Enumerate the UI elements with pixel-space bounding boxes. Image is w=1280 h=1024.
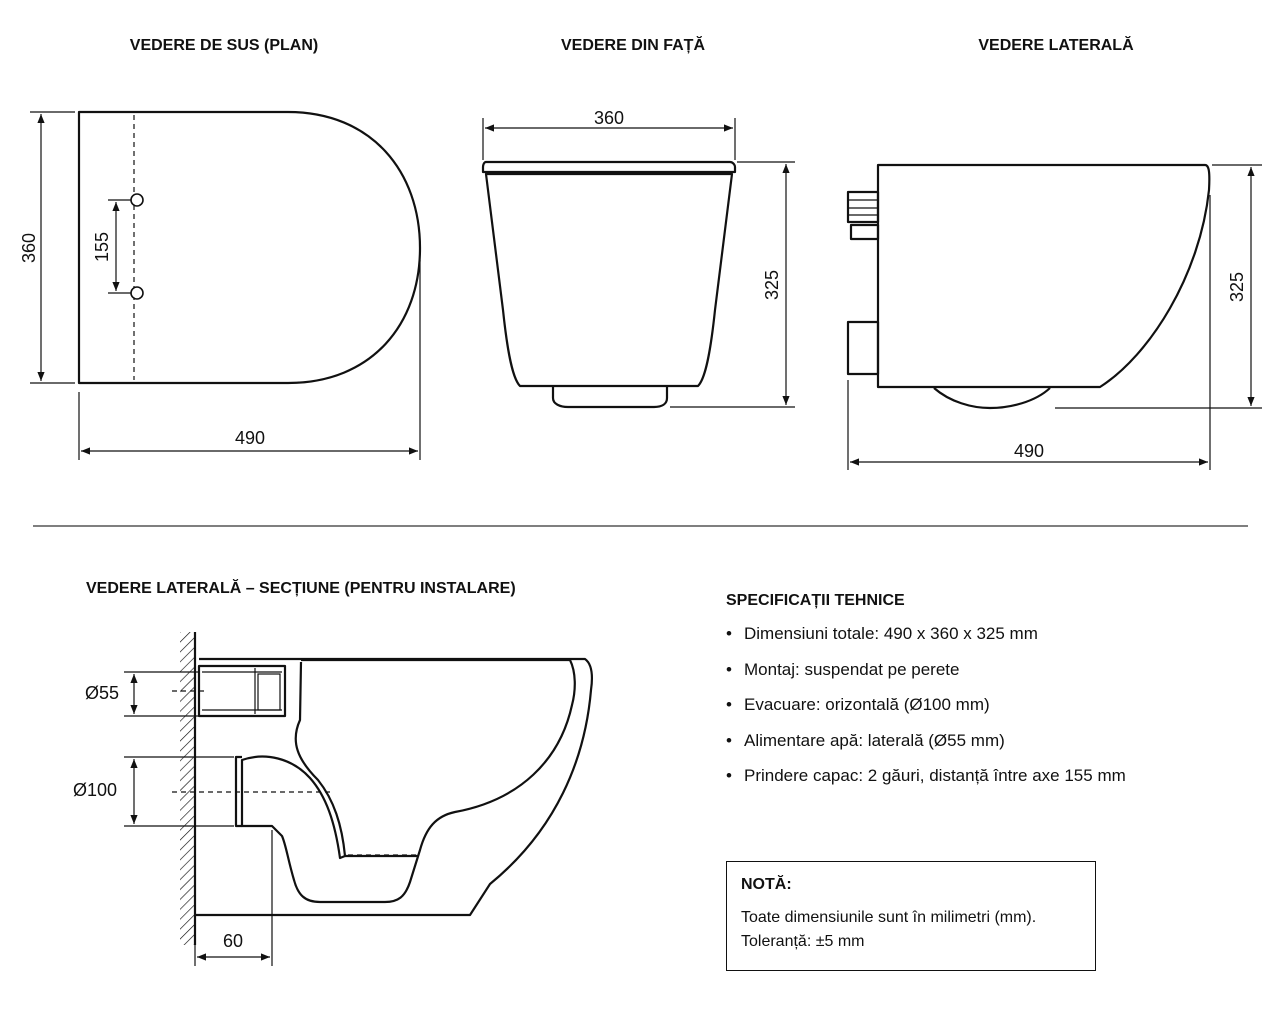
wall-hatching xyxy=(180,632,195,945)
spec-item: • Montaj: suspendat pe perete xyxy=(726,660,1246,680)
bullet-icon: • xyxy=(726,730,732,750)
side-fitting-clip xyxy=(849,223,880,241)
offset-dimension-label: 60 xyxy=(223,931,243,951)
inlet-dimension-label: Ø55 xyxy=(85,683,119,703)
front-foot-outline xyxy=(551,387,669,409)
note-title: NOTĂ: xyxy=(741,876,792,893)
specs-list: • Dimensiuni totale: 490 x 360 x 325 mm •… xyxy=(726,624,1246,786)
spec-item: • Dimensiuni totale: 490 x 360 x 325 mm xyxy=(726,624,1246,644)
specs-title: SPECIFICAȚII TEHNICE xyxy=(726,592,905,609)
spec-mounting: Montaj: suspendat pe perete xyxy=(744,659,960,679)
top-view-title: VEDERE DE SUS (PLAN) xyxy=(130,37,318,54)
outlet-dimension-label: Ø100 xyxy=(73,780,117,800)
bullet-icon: • xyxy=(726,659,732,679)
side-fitting-upper xyxy=(846,190,880,224)
front-view-title: VEDERE DIN FAȚĂ xyxy=(561,35,705,54)
side-height-dimension-label: 325 xyxy=(1227,272,1247,302)
note-line-units: Toate dimensiunile sunt în milimetri (mm… xyxy=(741,909,1037,926)
seat-hole-top xyxy=(130,193,144,207)
top-height-dimension-label: 360 xyxy=(19,233,39,263)
section-bowl-inner xyxy=(240,658,576,904)
section-view: Ø55 Ø100 60 xyxy=(73,632,593,966)
spec-item: • Alimentare apă: laterală (Ø55 mm) xyxy=(726,731,1246,751)
side-bowl-outline xyxy=(876,163,1211,389)
side-foot-outline xyxy=(933,387,1051,410)
spec-item: • Prindere capac: 2 găuri, distanță între… xyxy=(726,766,1246,786)
top-view: 155 360 490 xyxy=(19,110,422,460)
front-bowl-outline xyxy=(484,172,734,388)
spec-item: • Evacuare: orizontală (Ø100 mm) xyxy=(726,695,1246,715)
spec-dimensions: Dimensiuni totale: 490 x 360 x 325 mm xyxy=(744,624,1038,643)
note-box: NOTĂ: Toate dimensiunile sunt în milimet… xyxy=(726,861,1096,971)
front-seat-outline xyxy=(481,160,737,174)
technical-specs: SPECIFICAȚII TEHNICE • Dimensiuni totale:… xyxy=(726,592,1246,802)
side-length-dimension-label: 490 xyxy=(1014,441,1044,461)
top-view-outline xyxy=(77,110,422,385)
section-trap xyxy=(294,661,418,858)
spec-seat-fixing: Prindere capac: 2 găuri, distanță între … xyxy=(744,766,1126,785)
front-view: 360 325 xyxy=(481,108,795,409)
side-fitting-lower xyxy=(846,320,880,376)
note-line-tolerance: Toleranță: ±5 mm xyxy=(741,933,865,950)
side-view: 325 490 xyxy=(846,163,1262,470)
seat-hole-bottom xyxy=(130,286,144,300)
front-width-dimension-label: 360 xyxy=(594,108,624,128)
section-bowl-outer xyxy=(195,657,593,917)
spec-outlet: Evacuare: orizontală (Ø100 mm) xyxy=(744,695,990,714)
section-view-title: VEDERE LATERALĂ – SECȚIUNE (PENTRU INSTA… xyxy=(86,578,516,597)
bullet-icon: • xyxy=(726,695,732,714)
top-length-dimension-label: 490 xyxy=(235,428,265,448)
bullet-icon: • xyxy=(726,624,732,643)
holes-dimension-label: 155 xyxy=(92,232,112,262)
side-view-title: VEDERE LATERALĂ xyxy=(978,35,1134,54)
bullet-icon: • xyxy=(726,766,732,785)
front-height-dimension-label: 325 xyxy=(762,270,782,300)
spec-water-inlet: Alimentare apă: laterală (Ø55 mm) xyxy=(744,730,1005,750)
